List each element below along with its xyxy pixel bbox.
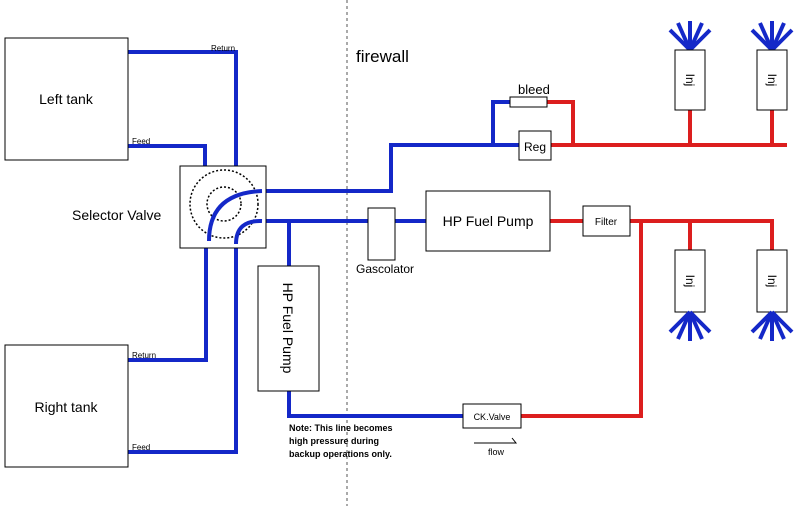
- right-return-label: Return: [132, 351, 156, 360]
- filter-label: Filter: [595, 217, 618, 228]
- bleed-orifice: [509, 96, 548, 108]
- injector-label-ur: Inj: [765, 74, 779, 87]
- bleed-label: bleed: [518, 82, 550, 97]
- note-text: Note: This line becomes high pressure du…: [289, 423, 393, 459]
- regulator-label: Reg: [524, 140, 546, 154]
- low-pressure-lines: [128, 50, 519, 454]
- left-return-label: Return: [211, 44, 235, 53]
- flow-arrow-icon: [474, 437, 518, 444]
- injector-label-ul: Inj: [683, 74, 697, 87]
- gascolator-label: Gascolator: [356, 262, 414, 276]
- right-tank-label: Right tank: [34, 399, 98, 415]
- injector-upper-right: Inj: [750, 21, 794, 111]
- left-tank: [4, 37, 129, 161]
- high-pressure-lines: [521, 100, 787, 418]
- right-tank-return-line: [128, 248, 208, 362]
- note-line-3: backup operations only.: [289, 449, 392, 459]
- spray-icon: [668, 310, 712, 341]
- regulator-return-line: [266, 143, 519, 193]
- hp-fuel-pump-backup-label: HP Fuel Pump: [280, 283, 296, 374]
- gascolator: [367, 207, 396, 261]
- selector-valve-label: Selector Valve: [72, 207, 161, 223]
- injector-upper-left: Inj: [668, 21, 712, 111]
- check-valve: [462, 403, 522, 429]
- right-tank-feed-line: [128, 248, 238, 454]
- note-line-1: Note: This line becomes: [289, 423, 393, 433]
- bleed-return-line: [491, 100, 510, 145]
- left-feed-label: Feed: [132, 137, 150, 146]
- check-valve-label: CK.Valve: [474, 412, 511, 422]
- hp-fuel-pump-backup: [257, 265, 320, 392]
- injector-label-ll: Inj: [683, 275, 697, 288]
- flow-label: flow: [488, 447, 505, 457]
- left-tank-label: Left tank: [39, 91, 94, 107]
- injector-lower-right: Inj: [750, 249, 794, 341]
- injector-label-lr: Inj: [765, 275, 779, 288]
- spray-icon: [668, 21, 712, 52]
- filter: [582, 205, 631, 237]
- spray-icon: [750, 310, 794, 341]
- right-feed-label: Feed: [132, 443, 150, 452]
- selector-valve: [179, 165, 267, 249]
- left-tank-feed-line: [128, 144, 207, 166]
- filter-to-injectors-line: [630, 219, 774, 250]
- backup-pump-outlet-line: [287, 391, 463, 418]
- injector-lower-left: Inj: [668, 249, 712, 341]
- spray-icon: [750, 21, 794, 52]
- bleed-to-rail-line: [547, 100, 575, 145]
- right-tank: [4, 344, 129, 468]
- hp-fuel-pump-main-label: HP Fuel Pump: [443, 213, 534, 229]
- regulator: [518, 130, 552, 161]
- note-line-2: high pressure during: [289, 436, 379, 446]
- check-valve-return-line: [521, 221, 643, 418]
- hp-fuel-pump-main: [425, 190, 551, 252]
- firewall-label: firewall: [356, 47, 409, 66]
- left-tank-return-line: [128, 50, 238, 166]
